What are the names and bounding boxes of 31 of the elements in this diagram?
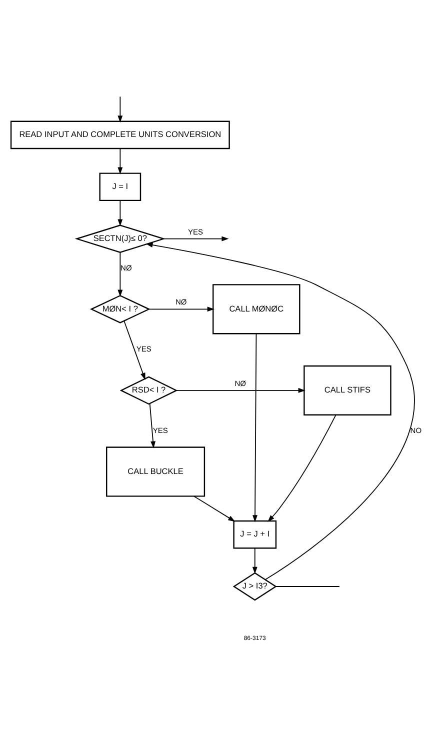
edge-label: YES <box>152 425 168 434</box>
arrow <box>146 242 414 580</box>
edge-label: YES <box>136 344 152 354</box>
arrow <box>118 200 123 226</box>
arrow <box>118 96 123 122</box>
arrow <box>163 236 229 241</box>
arrow <box>124 320 146 380</box>
node-box: J = J + I <box>233 520 277 548</box>
arrow <box>252 332 258 522</box>
edge-label: NØ <box>120 262 132 272</box>
node-diamond: J > I3? <box>232 572 277 600</box>
arrow <box>118 148 123 174</box>
node-diamond: MØN< I ? <box>90 294 150 323</box>
edge-label: YES <box>188 226 204 236</box>
node-box: J = I <box>99 172 142 201</box>
node-box: CALL BUCKLE <box>106 446 206 496</box>
arrow <box>194 495 236 522</box>
node-diamond: SECTN(J)≤ 0? <box>74 224 166 252</box>
edge-label: NØ <box>234 378 246 388</box>
arrow <box>148 306 214 312</box>
arrow <box>118 252 123 296</box>
edge-label: NØ <box>175 297 187 306</box>
node-box: READ INPUT AND COMPLETE UNITS CONVERSION <box>10 120 230 149</box>
node-box: CALL MØNØC <box>212 284 300 334</box>
arrow <box>268 414 336 522</box>
arrow <box>252 547 258 574</box>
arrow <box>176 387 306 392</box>
node-box: CALL STIFS <box>304 364 392 416</box>
arrow <box>149 402 156 448</box>
edge-label: NO <box>410 425 422 434</box>
node-diamond: RSD< I ? <box>120 376 178 404</box>
